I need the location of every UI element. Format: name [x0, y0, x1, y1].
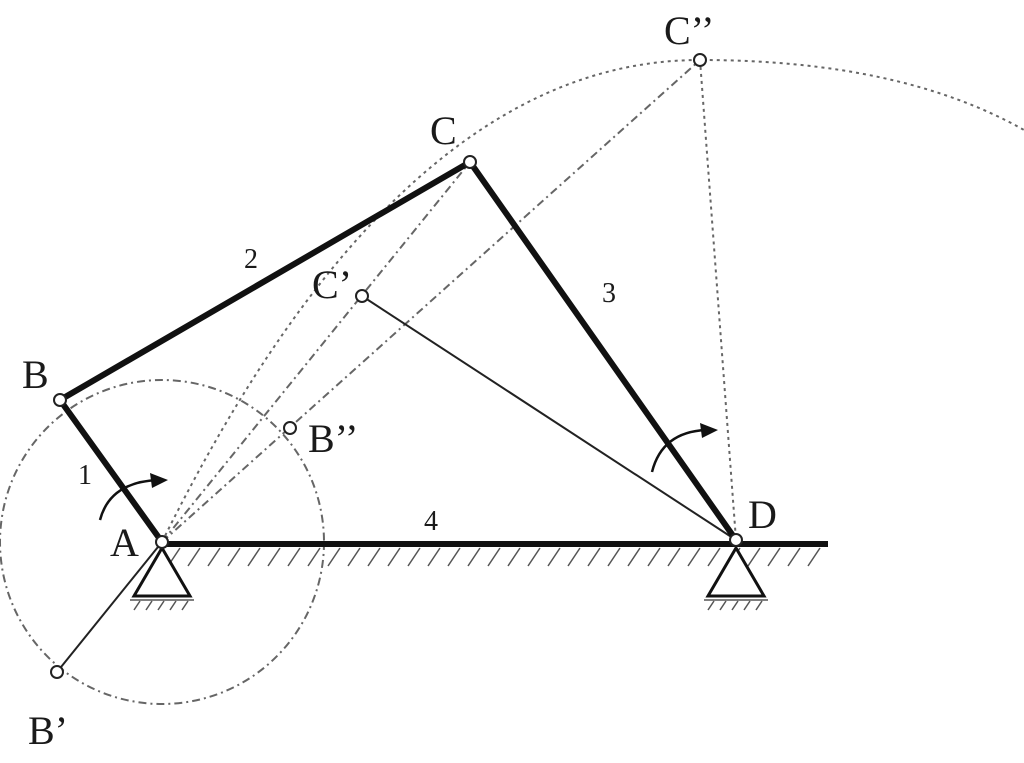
label-link-4: 4 — [424, 506, 438, 537]
label-B: B — [22, 352, 49, 397]
joint-A — [155, 535, 169, 549]
line-B-prime-A — [56, 541, 163, 673]
construction-lines — [0, 58, 1024, 705]
rotation-arrow-A — [98, 473, 168, 521]
ground-hatching — [167, 547, 821, 567]
label-C-double-prime: C’’ — [664, 8, 714, 53]
label-link-3: 3 — [602, 278, 616, 309]
joint-C-prime — [355, 289, 369, 303]
joint-C-double-prime — [693, 53, 707, 67]
line-C-double-prime-D — [699, 59, 737, 541]
label-link-1: 1 — [78, 460, 92, 491]
support-A — [130, 545, 194, 611]
joint-B — [53, 393, 67, 407]
line-A-C — [161, 161, 471, 543]
link-3-CD — [467, 159, 739, 543]
link-2-BC — [57, 159, 473, 403]
joint-B-prime — [50, 665, 64, 679]
label-B-prime: B’ — [28, 708, 68, 753]
label-D: D — [748, 492, 777, 537]
joint-D — [729, 533, 743, 547]
joint-C — [463, 155, 477, 169]
support-D — [704, 545, 768, 611]
line-A-C-double-prime — [161, 59, 701, 543]
rotation-arrow-D — [650, 423, 718, 473]
label-B-double-prime: B’’ — [308, 416, 358, 461]
label-C-prime: C’ — [312, 262, 352, 307]
label-C: C — [430, 108, 457, 153]
joint-B-double-prime — [283, 421, 297, 435]
label-A: A — [110, 520, 139, 565]
coupler-locus-arc — [161, 58, 1024, 543]
link-C-prime-D — [361, 295, 737, 541]
link-1-AB — [57, 397, 165, 545]
label-link-2: 2 — [244, 244, 258, 275]
